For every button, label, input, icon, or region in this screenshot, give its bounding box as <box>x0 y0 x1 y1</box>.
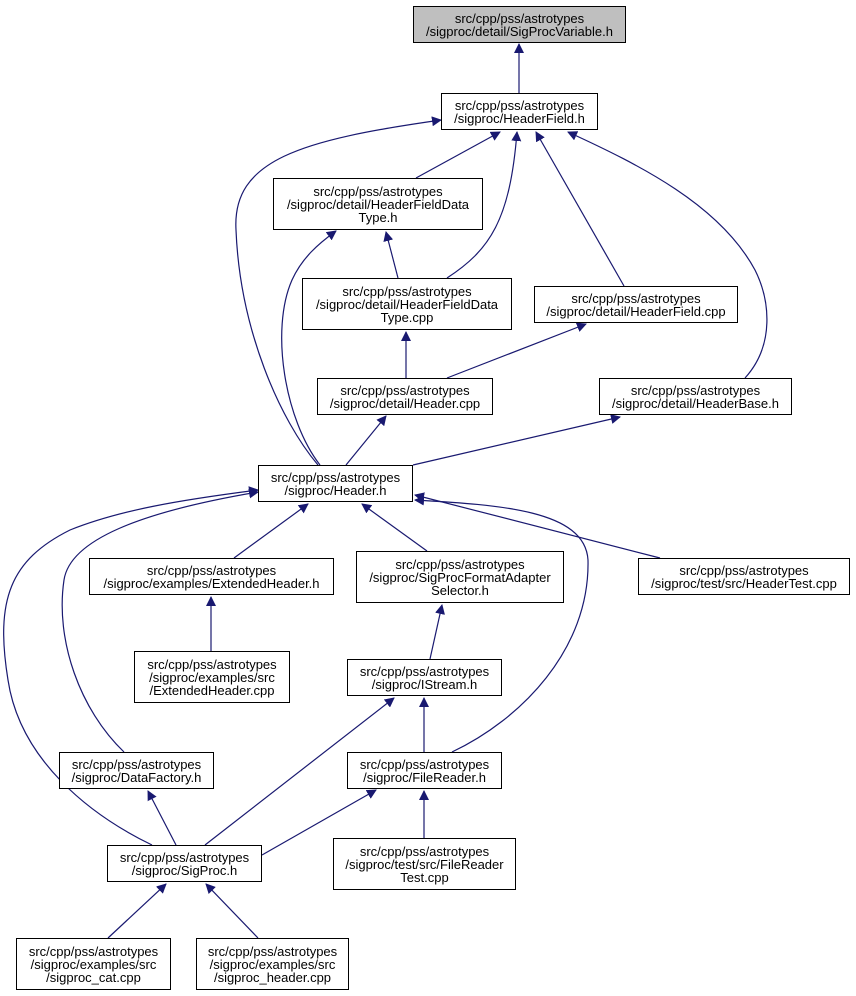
edge-header_h-to-headerfielddatatype_h <box>281 230 337 466</box>
edge-istream_h-to-sigprocformatadapterselector_h <box>429 604 445 660</box>
node-label-line: /sigproc/SigProcFormatAdapter <box>369 569 551 585</box>
edge-datafactory_h-to-header_h <box>61 488 259 753</box>
node-label-line: /sigproc/SigProc.h <box>131 862 238 878</box>
node-label-line: /sigproc/detail/SigProcVariable.h <box>426 23 613 39</box>
edge-extendedheader_h-to-header_h <box>233 503 309 559</box>
edge-header_h-to-headerbase_h <box>412 414 621 466</box>
node-label-line: src/cpp/pss/astrotypes <box>359 843 490 859</box>
node-headertest-cpp[interactable]: src/cpp/pss/astrotypes /sigproc/test/src… <box>638 558 850 595</box>
node-sigproc-h[interactable]: src/cpp/pss/astrotypes /sigproc/SigProc.… <box>107 845 262 882</box>
node-label-line: src/cpp/pss/astrotypes <box>679 562 809 578</box>
edge-sigproc_h-to-filereader_h <box>261 789 377 856</box>
node-label-line: src/cpp/pss/astrotypes <box>270 469 401 485</box>
node-label-line: src/cpp/pss/astrotypes <box>359 756 490 772</box>
node-label-line: src/cpp/pss/astrotypes <box>71 756 202 772</box>
node-label-line: src/cpp/pss/astrotypes <box>28 943 159 959</box>
node-label-line: /sigproc/test/src/HeaderTest.cpp <box>651 575 837 591</box>
node-label-line: /sigproc/IStream.h <box>371 676 478 692</box>
node-label-line: src/cpp/pss/astrotypes <box>146 562 277 578</box>
edge-filereader_h-to-header_h <box>414 495 589 753</box>
node-label-line: /sigproc/HeaderField.h <box>454 110 585 126</box>
node-label-line: Selector.h <box>431 582 489 598</box>
node-label-line: /sigproc/examples/src <box>30 956 157 972</box>
node-label-line: src/cpp/pss/astrotypes <box>119 849 250 865</box>
node-extendedheader-h[interactable]: src/cpp/pss/astrotypes /sigproc/examples… <box>89 558 334 595</box>
edge-sigproc_header_cpp-to-sigproc_h <box>205 883 259 939</box>
node-label-line: /sigproc/detail/HeaderField.cpp <box>546 303 726 319</box>
node-filereadertest-cpp[interactable]: src/cpp/pss/astrotypes /sigproc/test/src… <box>333 838 516 890</box>
node-label-line: /ExtendedHeader.cpp <box>149 682 275 698</box>
node-label-line: src/cpp/pss/astrotypes <box>340 382 470 398</box>
node-headerfield-cpp[interactable]: src/cpp/pss/astrotypes /sigproc/detail/H… <box>534 286 738 323</box>
node-sigproc-header-cpp[interactable]: src/cpp/pss/astrotypes /sigproc/examples… <box>196 938 349 990</box>
node-label-line: /sigproc/detail/HeaderFieldData <box>286 196 470 212</box>
edge-header_cpp-to-headerfield_cpp <box>446 322 587 379</box>
edge-headerfielddatatype_h-to-headerfield_h <box>415 131 501 179</box>
edge-sigproc_h-to-datafactory_h <box>147 790 177 846</box>
node-extendedheader-cpp[interactable]: src/cpp/pss/astrotypes /sigproc/examples… <box>134 651 290 703</box>
node-sigproc-cat-cpp[interactable]: src/cpp/pss/astrotypes /sigproc/examples… <box>16 938 171 990</box>
node-label-line: /sigproc_header.cpp <box>213 969 332 985</box>
node-label-line: /sigproc/examples/ExtendedHeader.h <box>103 575 320 591</box>
node-label-line: /sigproc/detail/Header.cpp <box>329 395 481 411</box>
node-label-line: src/cpp/pss/astrotypes <box>571 290 701 306</box>
edge-header_h-to-headerfield_h <box>235 116 442 466</box>
node-label-line: /sigproc/FileReader.h <box>363 769 486 785</box>
node-label-line: src/cpp/pss/astrotypes <box>207 943 338 959</box>
node-istream-h[interactable]: src/cpp/pss/astrotypes /sigproc/IStream.… <box>347 659 502 696</box>
edge-headerfield_cpp-to-headerfield_h <box>535 131 625 287</box>
node-label-line: src/cpp/pss/astrotypes <box>454 97 585 113</box>
edge-sigproc_cat_cpp-to-sigproc_h <box>107 883 167 939</box>
node-label-line: src/cpp/pss/astrotypes <box>313 183 443 199</box>
node-label-line: /sigproc_cat.cpp <box>46 969 141 985</box>
node-label-line: src/cpp/pss/astrotypes <box>342 283 472 299</box>
node-datafactory-h[interactable]: src/cpp/pss/astrotypes /sigproc/DataFact… <box>59 752 214 789</box>
node-label-line: src/cpp/pss/astrotypes <box>454 10 585 26</box>
node-headerfielddatatype-h[interactable]: src/cpp/pss/astrotypes /sigproc/detail/H… <box>273 178 483 230</box>
edge-header_h-to-header_cpp <box>345 415 387 466</box>
node-header-cpp[interactable]: src/cpp/pss/astrotypes /sigproc/detail/H… <box>317 378 493 415</box>
node-label-line: /sigproc/Header.h <box>284 482 387 498</box>
edge-sigprocformatadapterselector_h-to-header_h <box>361 503 428 552</box>
node-label-line: /sigproc/examples/src <box>209 956 336 972</box>
node-label-line: src/cpp/pss/astrotypes <box>359 663 490 679</box>
node-header-h[interactable]: src/cpp/pss/astrotypes /sigproc/Header.h <box>258 465 413 502</box>
edge-headerfielddatatype_cpp-to-headerfield_h <box>446 131 522 279</box>
node-label-line: Test.cpp <box>400 869 449 885</box>
node-headerfielddatatype-cpp[interactable]: src/cpp/pss/astrotypes /sigproc/detail/H… <box>302 278 512 330</box>
node-headerbase-h[interactable]: src/cpp/pss/astrotypes /sigproc/detail/H… <box>599 378 792 415</box>
node-label-line: src/cpp/pss/astrotypes <box>395 556 525 572</box>
node-label-line: src/cpp/pss/astrotypes <box>147 656 277 672</box>
node-sigprocvariable-h: src/cpp/pss/astrotypes /sigproc/detail/S… <box>413 6 626 43</box>
edge-sigproc_h-to-istream_h <box>204 697 395 846</box>
edge-headerbase_h-to-headerfield_h <box>567 131 768 379</box>
node-label-line: /sigproc/detail/HeaderFieldData <box>315 296 499 312</box>
edge-headerfielddatatype_cpp-to-headerfielddatatype_h <box>383 231 399 279</box>
node-label-line: /sigproc/DataFactory.h <box>71 769 202 785</box>
node-sigprocformatadapterselector-h[interactable]: src/cpp/pss/astrotypes /sigproc/SigProcF… <box>356 551 564 603</box>
node-filereader-h[interactable]: src/cpp/pss/astrotypes /sigproc/FileRead… <box>347 752 502 789</box>
node-label-line: /sigproc/examples/src <box>149 669 275 685</box>
edge-headertest_cpp-to-header_h <box>414 492 661 559</box>
node-label-line: /sigproc/test/src/FileReader <box>345 856 504 872</box>
node-label-line: /sigproc/detail/HeaderBase.h <box>612 395 779 411</box>
node-label-line: Type.cpp <box>380 309 434 325</box>
node-label-line: Type.h <box>358 209 398 225</box>
node-label-line: src/cpp/pss/astrotypes <box>630 382 761 398</box>
node-headerfield-h[interactable]: src/cpp/pss/astrotypes /sigproc/HeaderFi… <box>441 93 598 130</box>
